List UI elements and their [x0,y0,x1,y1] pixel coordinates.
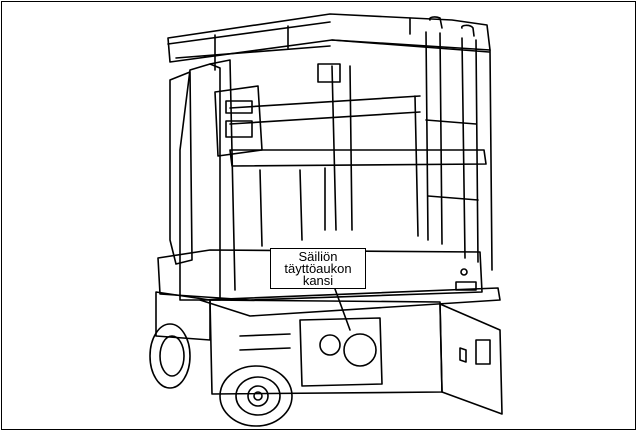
side-door-open [439,303,503,415]
entry-gate [425,31,493,271]
top-guardrail [167,13,491,71]
callout-line-1: Säiliön [298,248,338,264]
mast-column [169,59,236,301]
platform-rails [229,63,487,247]
control-panel [214,85,263,157]
front-wheel [219,365,293,427]
callout-leader-line [334,288,351,331]
platform-base [157,249,501,317]
tank-filler-cap-callout: Säiliön täyttöaukon kansi [270,248,366,289]
callout-line-2: täyttöaukon [284,260,352,276]
chassis [155,291,443,395]
callout-line-3: kansi [302,272,334,288]
rear-wheel [149,323,191,389]
